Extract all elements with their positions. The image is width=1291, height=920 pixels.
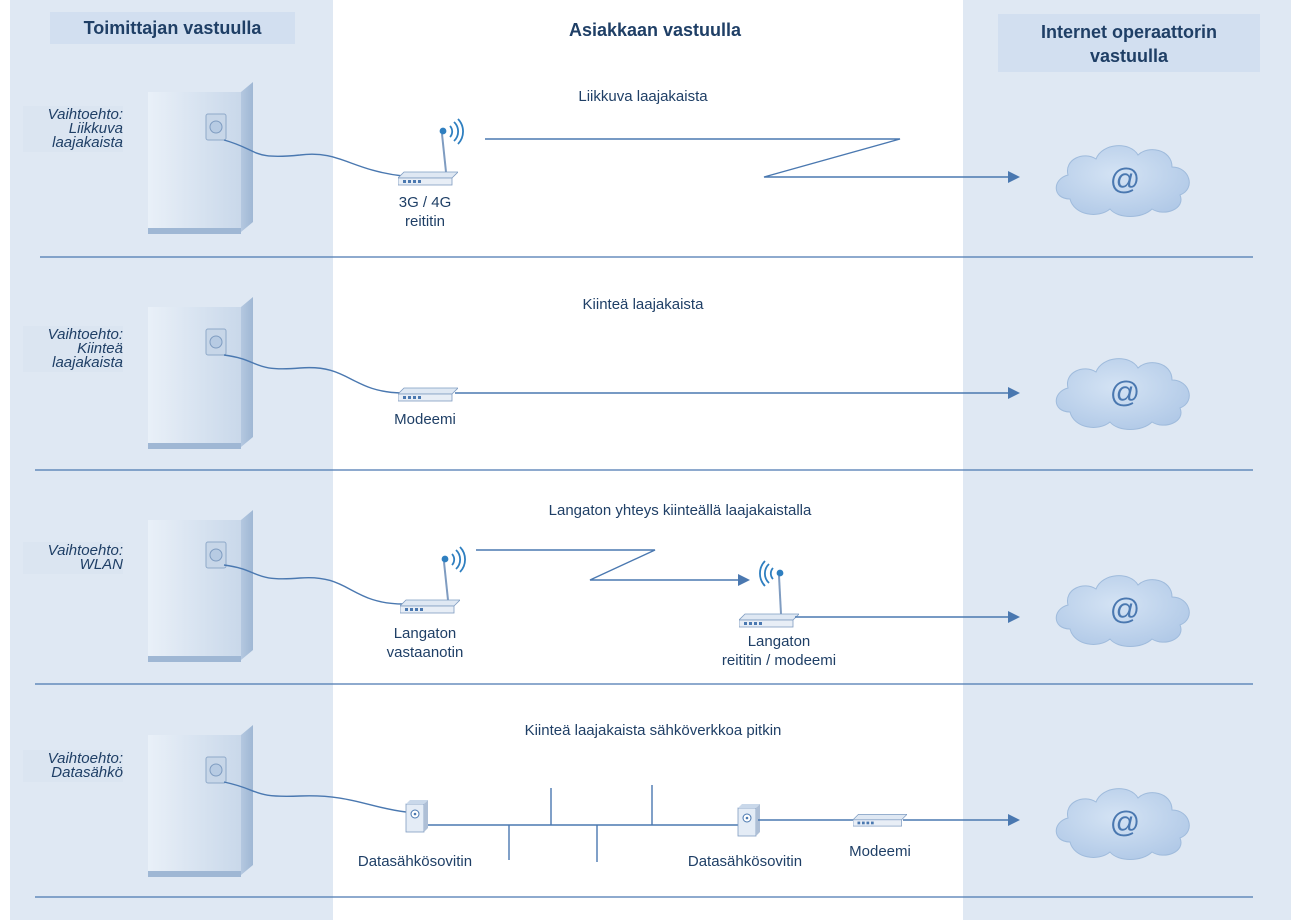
cabinet-icon (148, 82, 253, 235)
device-label: Langaton vastaanotin (386, 625, 464, 661)
wifi-signal-icon (441, 546, 466, 573)
cabinet-icon (148, 510, 253, 663)
wireless-link (476, 549, 738, 581)
header-operator: Internet operaattorin vastuulla (998, 14, 1260, 72)
row-powerline (148, 725, 1190, 878)
row-dividers (35, 256, 1253, 898)
arrow-icon (1008, 171, 1020, 183)
header-customer: Asiakkaan vastuulla (568, 20, 742, 40)
header-operator-line2: vastuulla (1089, 46, 1169, 66)
router-antenna (778, 575, 782, 615)
header-operator-line1: Internet operaattorin (1040, 22, 1218, 42)
power-grid (428, 785, 738, 862)
wifi-signal-icon (439, 118, 464, 145)
router-antenna (443, 561, 449, 601)
wireless-link (485, 138, 1008, 178)
row-title: Langaton yhteys kiinteällä laajakaistall… (548, 502, 812, 519)
row-mobile-broadband (148, 82, 1190, 235)
cabinet-icon (148, 297, 253, 450)
powerline-adapter-icon (405, 800, 428, 833)
cabinet-icon (148, 725, 253, 878)
cable (223, 781, 407, 813)
cable (223, 139, 404, 177)
arrow-icon (738, 574, 750, 586)
cloud-at-symbol: @ (1109, 163, 1141, 196)
row-title: Kiinteä laajakaista sähköverkkoa pitkin (524, 722, 782, 739)
device-label: Modeemi (849, 843, 911, 860)
arrow-icon (1008, 387, 1020, 399)
header-supplier: Toimittajan vastuulla (50, 12, 295, 44)
cloud-at-symbol: @ (1109, 806, 1141, 839)
router-icon (398, 171, 458, 186)
row-wlan (148, 510, 1190, 663)
option-label: Vaihtoehto: Kiinteä laajakaista (23, 326, 123, 372)
option-label: Vaihtoehto: WLAN (23, 542, 123, 574)
option-label: Vaihtoehto: Datasähkö (23, 750, 123, 782)
router-icon (400, 599, 460, 614)
device-label: Modeemi (394, 411, 456, 428)
arrow-icon (1008, 814, 1020, 826)
powerline-adapter-icon (737, 804, 760, 837)
cable (223, 354, 403, 394)
wifi-signal-icon (759, 560, 784, 587)
device-label: Langaton reititin / modeemi (721, 633, 837, 669)
cable (223, 564, 405, 605)
row-title: Kiinteä laajakaista (582, 296, 704, 313)
row-title: Liikkuva laajakaista (578, 88, 708, 105)
device-label: Datasähkösovitin (687, 853, 803, 870)
modem-icon (398, 387, 458, 402)
modem-icon (853, 813, 907, 827)
router-icon (739, 613, 799, 628)
option-label: Vaihtoehto: Liikkuva laajakaista (23, 106, 123, 152)
router-antenna (441, 133, 447, 173)
device-label: Datasähkösovitin (357, 853, 473, 870)
cloud-at-symbol: @ (1109, 593, 1141, 626)
row-fixed-broadband (148, 297, 1190, 450)
arrow-icon (1008, 611, 1020, 623)
device-label: 3G / 4G reititin (398, 194, 452, 230)
cloud-at-symbol: @ (1109, 376, 1141, 409)
